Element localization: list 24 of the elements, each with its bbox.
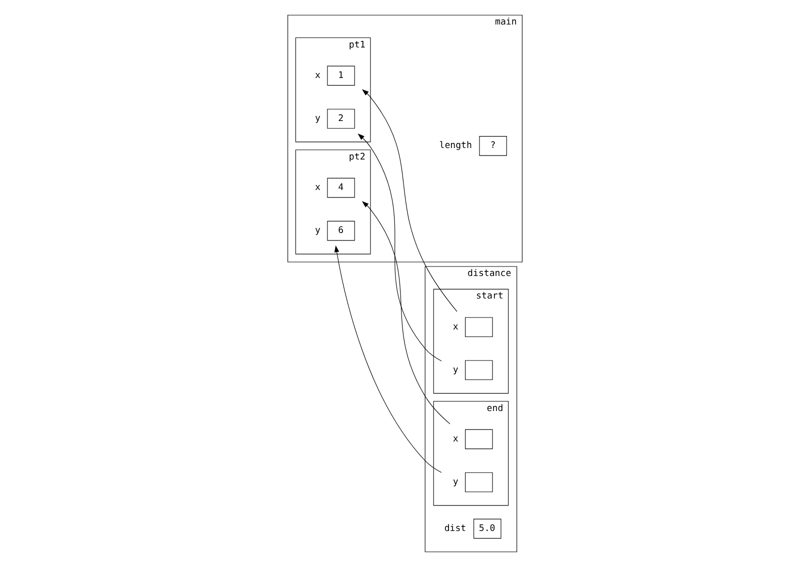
arrow bbox=[361, 201, 450, 424]
node-box bbox=[464, 317, 492, 337]
node-label: length bbox=[438, 141, 472, 152]
node-box: 1 bbox=[326, 66, 354, 86]
node-label: x bbox=[452, 322, 458, 332]
node-label: y bbox=[452, 365, 458, 376]
node-box bbox=[464, 429, 492, 450]
node-label: y bbox=[314, 114, 320, 124]
node-box: 6 bbox=[326, 220, 354, 241]
node-box: 2 bbox=[326, 108, 354, 129]
arrow bbox=[334, 245, 442, 473]
node-label: x bbox=[314, 70, 320, 81]
node-box bbox=[464, 472, 492, 492]
node-label: y bbox=[452, 477, 458, 488]
node-box: 4 bbox=[326, 178, 354, 198]
node-box: ? bbox=[478, 136, 506, 156]
arrow bbox=[357, 134, 442, 362]
node-label: dist bbox=[444, 524, 466, 534]
node-label: x bbox=[314, 182, 320, 193]
node-box: 5.0 bbox=[473, 518, 501, 539]
node-label: x bbox=[452, 434, 458, 444]
node-label: y bbox=[314, 226, 320, 236]
node-box bbox=[464, 360, 492, 380]
arrow bbox=[362, 89, 457, 312]
